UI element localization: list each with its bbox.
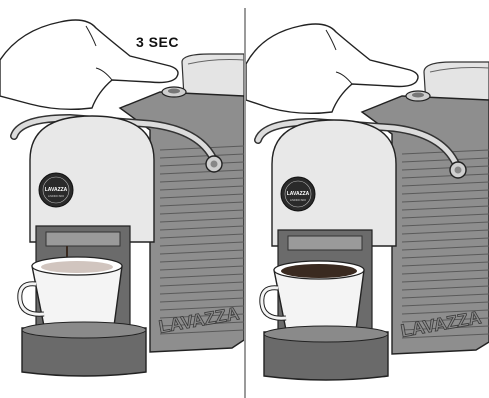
coffee-filled bbox=[281, 264, 357, 278]
lever-knob-center bbox=[211, 161, 218, 168]
spout bbox=[288, 236, 362, 250]
brand-badge-subtext: A MODO MIO bbox=[48, 194, 64, 198]
drip-tray-grid bbox=[264, 326, 388, 342]
brand-badge-text: LAVAZZA bbox=[287, 191, 310, 197]
duration-label: 3 SEC bbox=[136, 34, 179, 50]
coffee-machine-illustration-dispensing: LAVAZZA A MODO MIO LAVAZZA bbox=[0, 0, 244, 398]
brand-badge-text: LAVAZZA bbox=[45, 187, 68, 193]
coffee-filling bbox=[41, 261, 113, 273]
brew-button-center bbox=[168, 89, 180, 94]
coffee-machine-illustration-complete: LAVAZZA A MODO MIO LAVAZZA bbox=[246, 0, 489, 398]
drip-tray-grid bbox=[22, 322, 146, 338]
spout bbox=[46, 232, 120, 246]
step-panel-complete: LAVAZZA A MODO MIO LAVAZZA bbox=[246, 0, 489, 398]
brand-badge-subtext: A MODO MIO bbox=[290, 198, 306, 202]
lever-knob-center bbox=[455, 167, 462, 174]
brew-button-center bbox=[412, 93, 424, 98]
step-panel-pressing: LAVAZZA A MODO MIO LAVAZZA 3 SEC bbox=[0, 0, 244, 398]
